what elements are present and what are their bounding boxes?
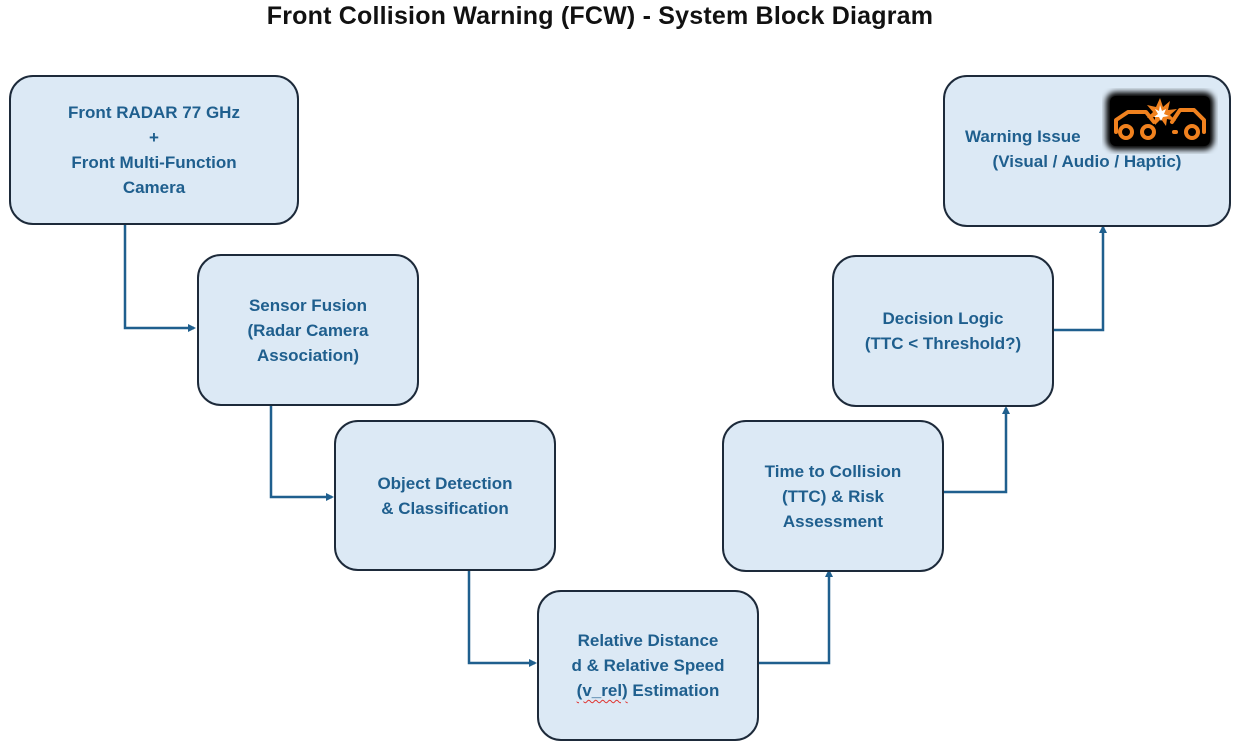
fusion-line-2: (Radar Camera	[247, 320, 369, 340]
spellcheck-underlined-word: (v_rel)	[576, 681, 628, 700]
ttc-block: Time to Collision (TTC) & Risk Assessmen…	[722, 420, 944, 572]
connector-detection-to-estimation	[467, 570, 537, 667]
warning-line-1: Warning Issue	[965, 127, 1081, 146]
connector-decision-to-warning	[1053, 225, 1107, 332]
decision-logic-block: Decision Logic (TTC < Threshold?)	[832, 255, 1054, 407]
ttc-line-1: Time to Collision	[764, 461, 902, 481]
decision-line-1: Decision Logic	[882, 309, 1004, 328]
estimation-line-3-rest: Estimation	[627, 681, 720, 700]
sensors-line-1: Front RADAR 77 GHz	[68, 103, 240, 122]
detection-line-1: Object Detection	[377, 473, 513, 493]
estimation-line-2: d & Relative Speed	[571, 656, 725, 675]
estimation-line-3: (v_rel) Estimation	[577, 678, 720, 703]
detection-line-2: & Classification	[381, 498, 509, 518]
ttc-line-2: (TTC) & Risk	[782, 486, 884, 506]
collision-warning-icon	[1106, 92, 1214, 150]
fusion-line-3: Association)	[256, 345, 360, 365]
sensor-fusion-block: Sensor Fusion (Radar Camera Association)	[197, 254, 419, 406]
sensors-line-4: Camera	[122, 178, 186, 197]
ttc-line-3: Assessment	[782, 511, 884, 531]
decision-line-2: (TTC < Threshold?)	[864, 334, 1022, 353]
estimation-line-1: Relative Distance	[577, 631, 719, 650]
sensors-line-2: +	[149, 128, 159, 147]
warning-line-2: (Visual / Audio / Haptic)	[992, 152, 1182, 171]
fusion-line-1: Sensor Fusion	[248, 295, 368, 315]
estimation-block: Relative Distance d & Relative Speed (v_…	[537, 590, 759, 741]
connector-ttc-to-decision	[942, 406, 1010, 494]
connector-sensors-to-fusion	[123, 224, 196, 332]
object-detection-block: Object Detection & Classification	[334, 420, 556, 571]
connector-fusion-to-detection	[269, 405, 334, 501]
sensors-block: Front RADAR 77 GHz + Front Multi-Functio…	[9, 75, 299, 225]
diagram-title: Front Collision Warning (FCW) - System B…	[266, 2, 934, 30]
connector-estimation-to-ttc	[757, 569, 833, 665]
sensors-line-3: Front Multi-Function	[71, 153, 237, 172]
